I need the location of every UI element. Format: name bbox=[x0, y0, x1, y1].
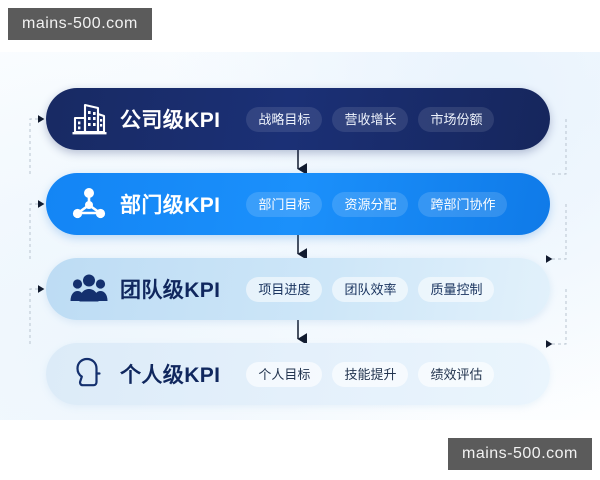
right-feedback-loop-group bbox=[545, 119, 567, 348]
kpi-tag-group: 个人目标 技能提升 绩效评估 bbox=[246, 361, 495, 387]
kpi-cascade-diagram: 公司级KPI 战略目标 营收增长 市场份额 bbox=[0, 52, 600, 420]
kpi-tag[interactable]: 质量控制 bbox=[418, 276, 495, 302]
kpi-level-title: 个人级KPI bbox=[120, 364, 221, 387]
left-feedback-loop-group bbox=[29, 115, 45, 344]
kpi-tag[interactable]: 跨部门协作 bbox=[418, 191, 508, 217]
kpi-level-row[interactable]: 部门级KPI 部门目标 资源分配 跨部门协作 bbox=[46, 173, 550, 235]
kpi-tag[interactable]: 资源分配 bbox=[332, 191, 409, 217]
kpi-level-row[interactable]: 个人级KPI 个人目标 技能提升 绩效评估 bbox=[46, 343, 550, 405]
kpi-tag[interactable]: 市场份额 bbox=[418, 106, 495, 132]
kpi-tag[interactable]: 部门目标 bbox=[246, 191, 323, 217]
kpi-tag[interactable]: 个人目标 bbox=[246, 361, 323, 387]
kpi-tag[interactable]: 团队效率 bbox=[332, 276, 409, 302]
kpi-level-title: 部门级KPI bbox=[120, 194, 221, 217]
kpi-level-row[interactable]: 公司级KPI 战略目标 营收增长 市场份额 bbox=[46, 88, 550, 150]
kpi-tag-group: 战略目标 营收增长 市场份额 bbox=[246, 106, 495, 132]
kpi-tag[interactable]: 项目进度 bbox=[246, 276, 323, 302]
watermark-top-left: mains-500.com bbox=[8, 8, 152, 40]
office-building-icon bbox=[66, 96, 112, 142]
network-nodes-icon bbox=[66, 181, 112, 227]
person-outline-icon bbox=[66, 351, 112, 397]
people-group-icon bbox=[66, 266, 112, 312]
kpi-level-row[interactable]: 团队级KPI 项目进度 团队效率 质量控制 bbox=[46, 258, 550, 320]
kpi-tag[interactable]: 战略目标 bbox=[246, 106, 323, 132]
kpi-tag[interactable]: 技能提升 bbox=[332, 361, 409, 387]
kpi-level-title: 公司级KPI bbox=[120, 109, 221, 132]
kpi-tag[interactable]: 绩效评估 bbox=[418, 361, 495, 387]
kpi-tag[interactable]: 营收增长 bbox=[332, 106, 409, 132]
kpi-tag-group: 项目进度 团队效率 质量控制 bbox=[246, 276, 495, 302]
kpi-tag-group: 部门目标 资源分配 跨部门协作 bbox=[246, 191, 508, 217]
kpi-level-title: 团队级KPI bbox=[120, 279, 221, 302]
watermark-bottom-right: mains-500.com bbox=[448, 438, 592, 470]
